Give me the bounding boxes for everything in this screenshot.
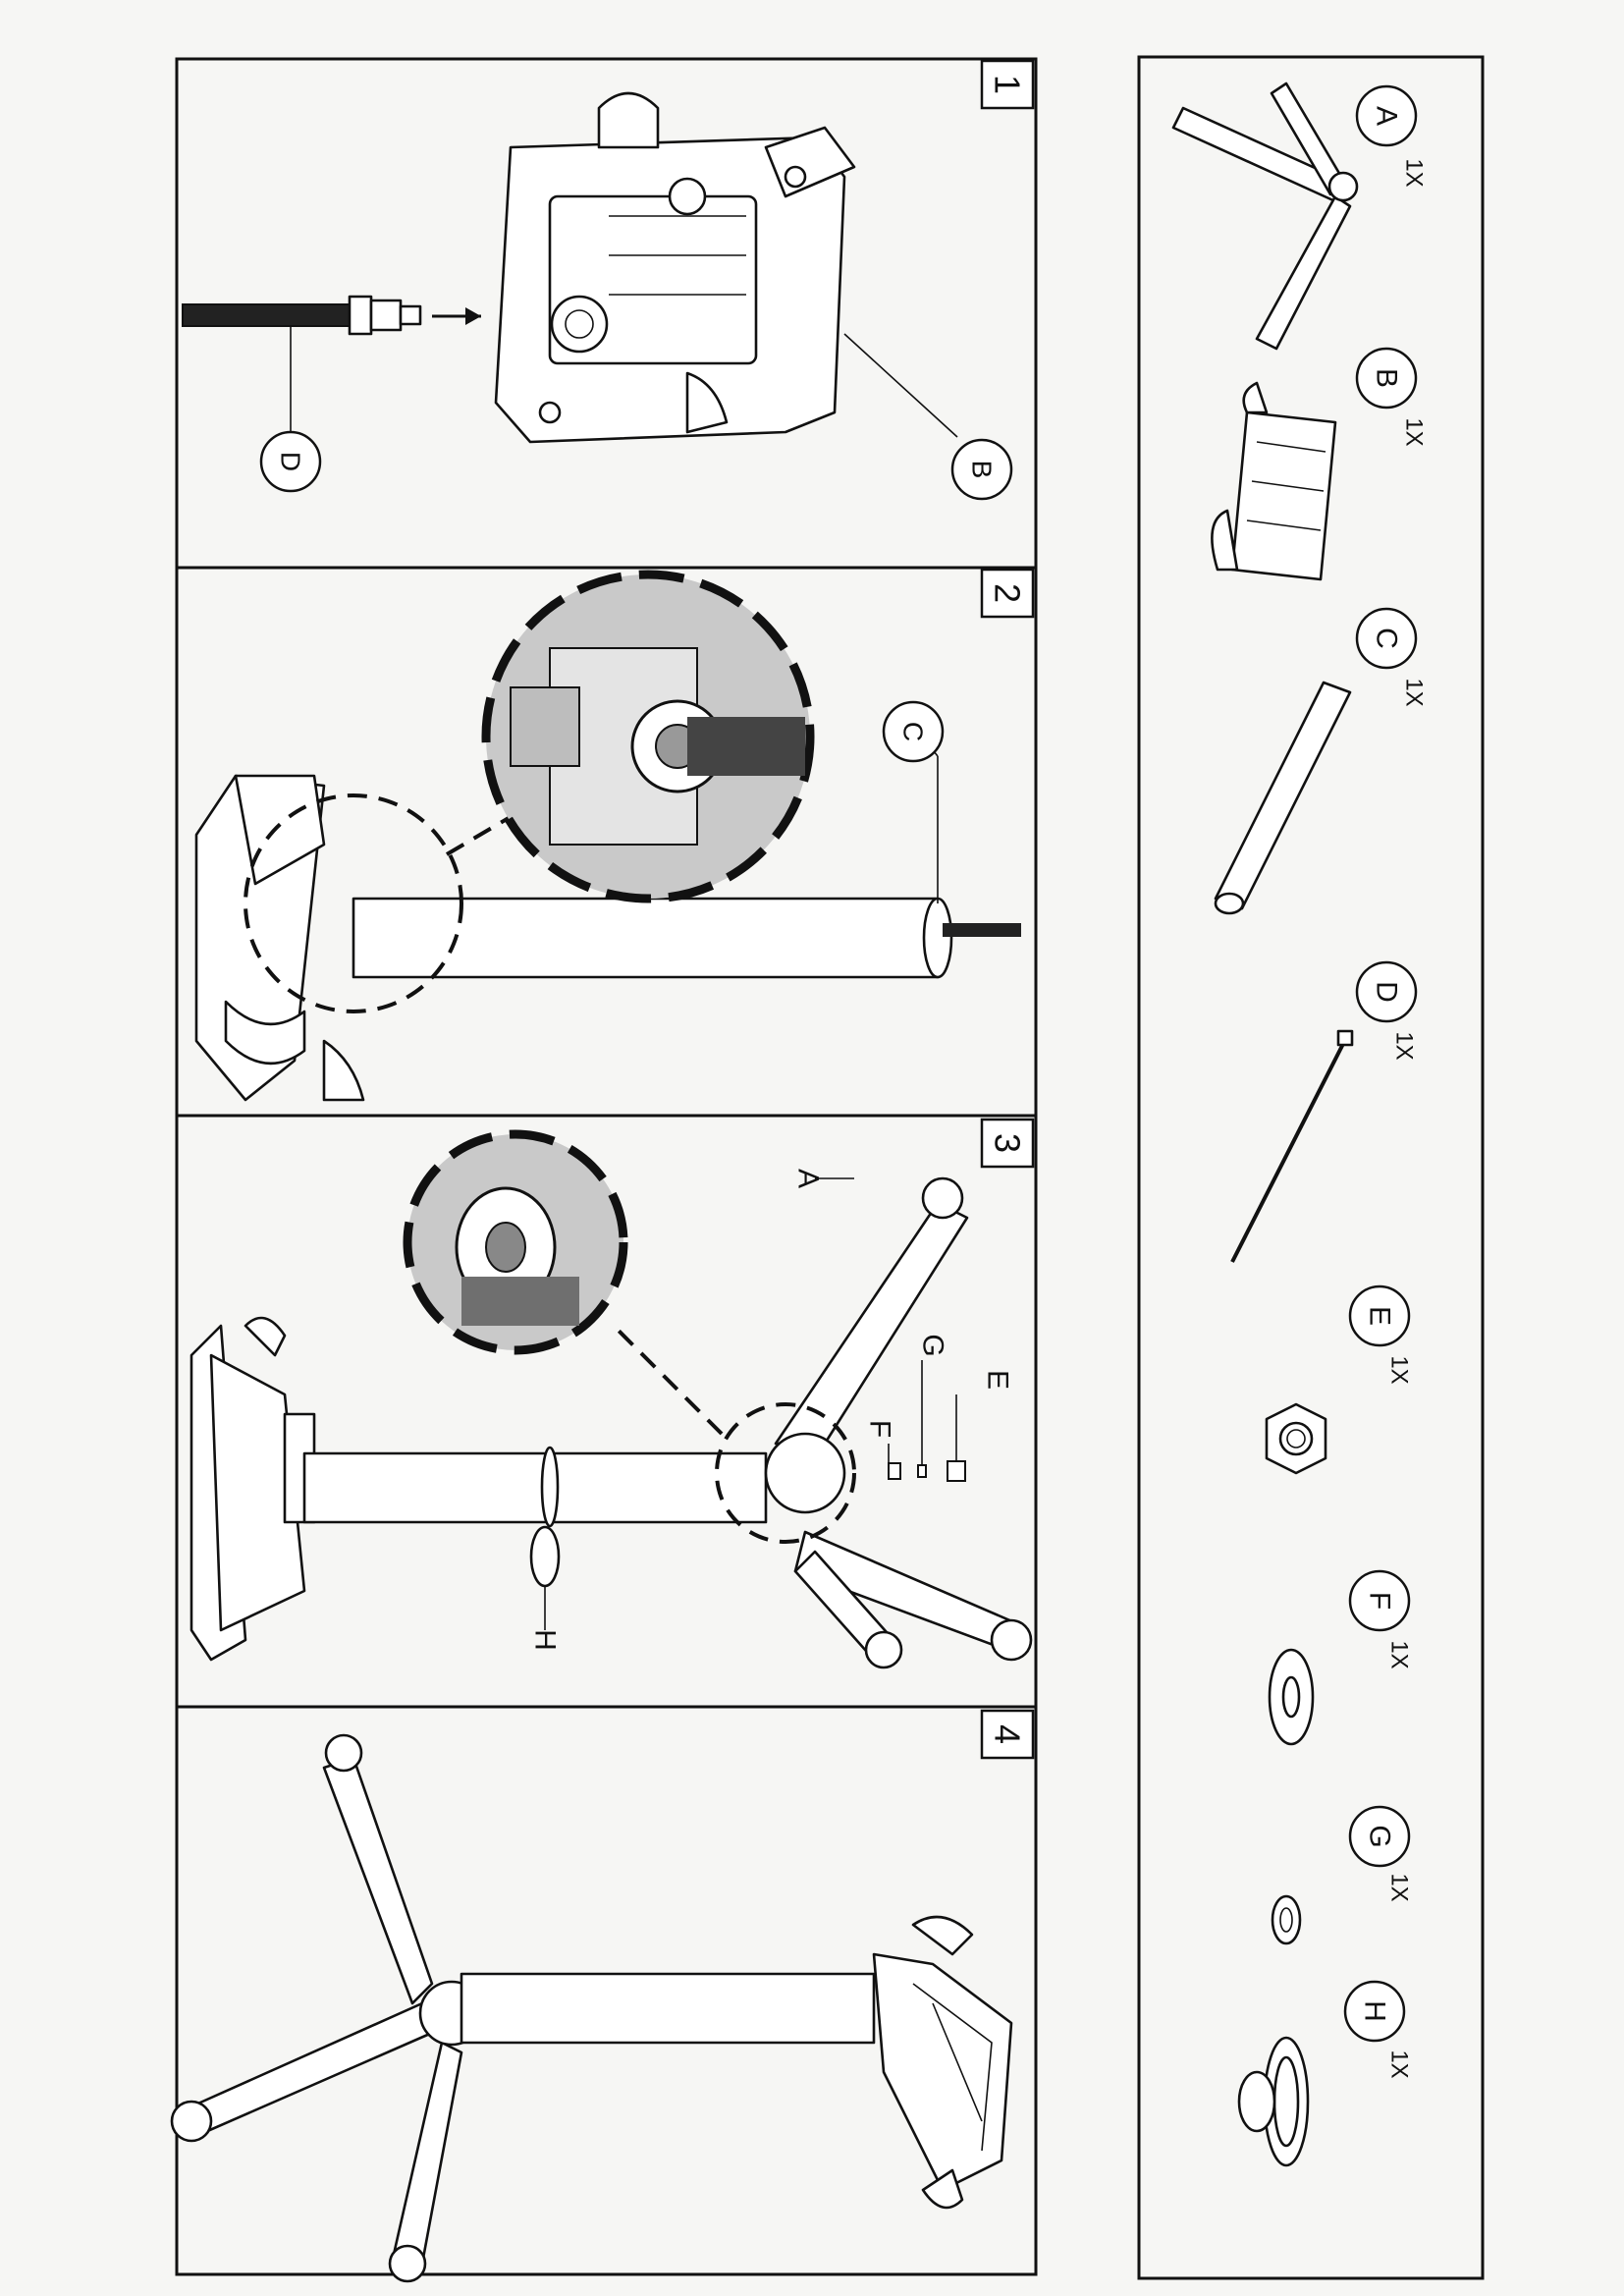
step-number-1: 1	[988, 75, 1028, 94]
step-3-panel: 3 H	[189, 1118, 1035, 1669]
step-number-4: 4	[988, 1724, 1028, 1744]
part-b-mechanism-drawing	[1211, 381, 1337, 581]
part-h-row: H 1X	[1237, 1980, 1413, 2167]
part-h-qty: 1X	[1386, 2050, 1413, 2078]
part-b-letter: B	[1371, 368, 1403, 388]
step-3-label-a: A	[792, 1169, 825, 1188]
part-a-base-drawing	[1171, 82, 1359, 351]
step-3-label-h: H	[529, 1629, 562, 1651]
parts-list-panel: A 1X B 1X C 1X	[1137, 55, 1485, 2280]
part-g-lock-washer-drawing	[1271, 1894, 1302, 1945]
part-e-row: E 1X	[1265, 1285, 1413, 1475]
part-label-circle	[1348, 1285, 1411, 1347]
step-number-3: 3	[988, 1133, 1028, 1153]
part-e-nut-drawing	[1265, 1402, 1327, 1475]
part-f-row: F 1X	[1268, 1569, 1413, 1746]
part-a-qty: 1X	[1401, 158, 1428, 187]
part-label-circle	[1355, 84, 1418, 147]
step-2-label-c: C	[898, 722, 929, 741]
step-1-label-d: D	[276, 452, 306, 471]
part-c-row: C 1X	[1214, 607, 1428, 915]
part-g-row: G 1X	[1271, 1805, 1413, 1945]
part-b-row: B 1X	[1211, 347, 1428, 581]
part-label-circle	[259, 430, 322, 493]
steps-frame	[175, 57, 1038, 2276]
part-h-letter: H	[1359, 2000, 1391, 2022]
part-f-letter: F	[1364, 1592, 1396, 1610]
part-f-washer-drawing	[1268, 1648, 1315, 1746]
part-c-column-drawing	[1214, 681, 1352, 915]
part-label-circle	[950, 438, 1013, 501]
part-f-qty: 1X	[1386, 1640, 1413, 1668]
step-3-label-g: G	[917, 1334, 949, 1356]
step-1-panel: 1 D B	[182, 59, 1035, 501]
part-g-letter: G	[1364, 1825, 1396, 1847]
part-label-circle	[1355, 607, 1418, 670]
part-d-letter: D	[1371, 981, 1403, 1003]
step-4-panel: 4	[170, 1709, 1035, 2283]
step-3-label-f: F	[864, 1420, 896, 1438]
part-e-qty: 1X	[1386, 1355, 1413, 1384]
step-3-label-e: E	[982, 1370, 1014, 1390]
part-label-circle	[1355, 347, 1418, 410]
part-label-circle	[1355, 960, 1418, 1023]
chair-mechanism-illustration	[494, 91, 856, 444]
part-label-circle	[882, 700, 945, 763]
step-2-panel: 2 C	[194, 568, 1035, 1102]
part-d-qty: 1X	[1391, 1031, 1418, 1060]
part-d-rod-drawing	[1230, 1029, 1354, 1263]
zoom-detail-circle	[403, 1129, 628, 1355]
five-star-base-illustration	[764, 1176, 1033, 1669]
part-c-letter: C	[1371, 628, 1403, 649]
part-a-letter: A	[1371, 106, 1403, 126]
part-label-circle	[1343, 1980, 1406, 2043]
part-e-letter: E	[1364, 1306, 1396, 1326]
step-1-label-b: B	[967, 461, 998, 479]
part-b-qty: 1X	[1401, 417, 1428, 446]
assembled-chair-base-illustration	[170, 1733, 1013, 2283]
zoom-detail-circle	[481, 570, 815, 903]
part-h-clip-drawing	[1237, 2036, 1310, 2167]
part-c-qty: 1X	[1401, 678, 1428, 706]
part-label-circle	[1348, 1805, 1411, 1868]
part-g-qty: 1X	[1386, 1873, 1413, 1901]
gas-column-illustration	[352, 897, 1021, 979]
part-d-row: D 1X	[1230, 960, 1418, 1263]
part-label-circle	[1348, 1569, 1411, 1632]
step-number-2: 2	[988, 583, 1028, 603]
part-a-row: A 1X	[1171, 82, 1428, 351]
threaded-rod-illustration	[182, 295, 481, 336]
